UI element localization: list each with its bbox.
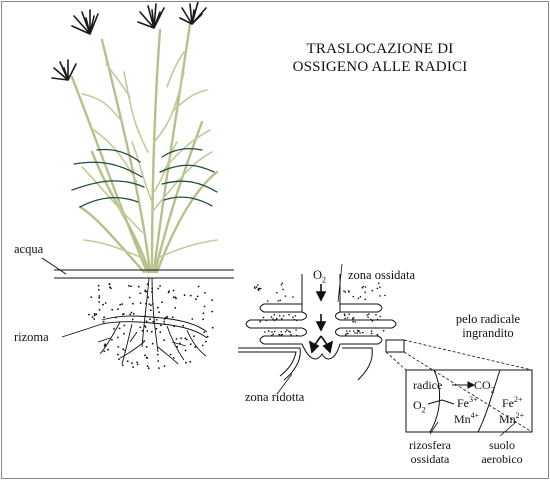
- label-rizosfera-ossidata: rizosfera ossidata: [409, 438, 451, 466]
- label-o2-box: O2: [413, 398, 426, 415]
- label-pelo-radicale: pelo radicale ingrandito: [455, 312, 521, 340]
- plant-illustration: [51, 2, 219, 274]
- box-arrows: [452, 381, 476, 389]
- label-radice: radice: [413, 378, 443, 392]
- label-co2: CO2: [474, 378, 495, 395]
- water-surface: [41, 257, 234, 279]
- soil-dots: [88, 283, 214, 370]
- oxygen-flow-arrows: [308, 284, 334, 354]
- title-line-1: TRASLOCAZIONE DI: [306, 41, 454, 57]
- label-fe3: Fe3+: [457, 395, 478, 411]
- roots-rhizome: [61, 277, 208, 365]
- enlarged-root-hair: [405, 369, 533, 433]
- label-o2-top: O2: [313, 268, 327, 285]
- zoom-connectors: [385, 339, 533, 433]
- label-zona-ridotta: zona ridotta: [245, 390, 305, 404]
- label-fe2: Fe2+: [502, 395, 523, 411]
- diagram-title: TRASLOCAZIONE DI OSSIGENO ALLE RADICI: [260, 40, 500, 76]
- label-suolo-aerobico: suolo aerobico: [481, 438, 523, 466]
- section-dots: [253, 282, 386, 337]
- label-acqua: acqua: [14, 242, 44, 256]
- title-line-2: OSSIGENO ALLE RADICI: [292, 59, 468, 75]
- label-mn4: Mn4+: [454, 411, 480, 427]
- label-zona-ossidata: zona ossidata: [348, 268, 415, 282]
- label-rizoma: rizoma: [14, 330, 49, 344]
- label-mn2: Mn2+: [499, 411, 525, 427]
